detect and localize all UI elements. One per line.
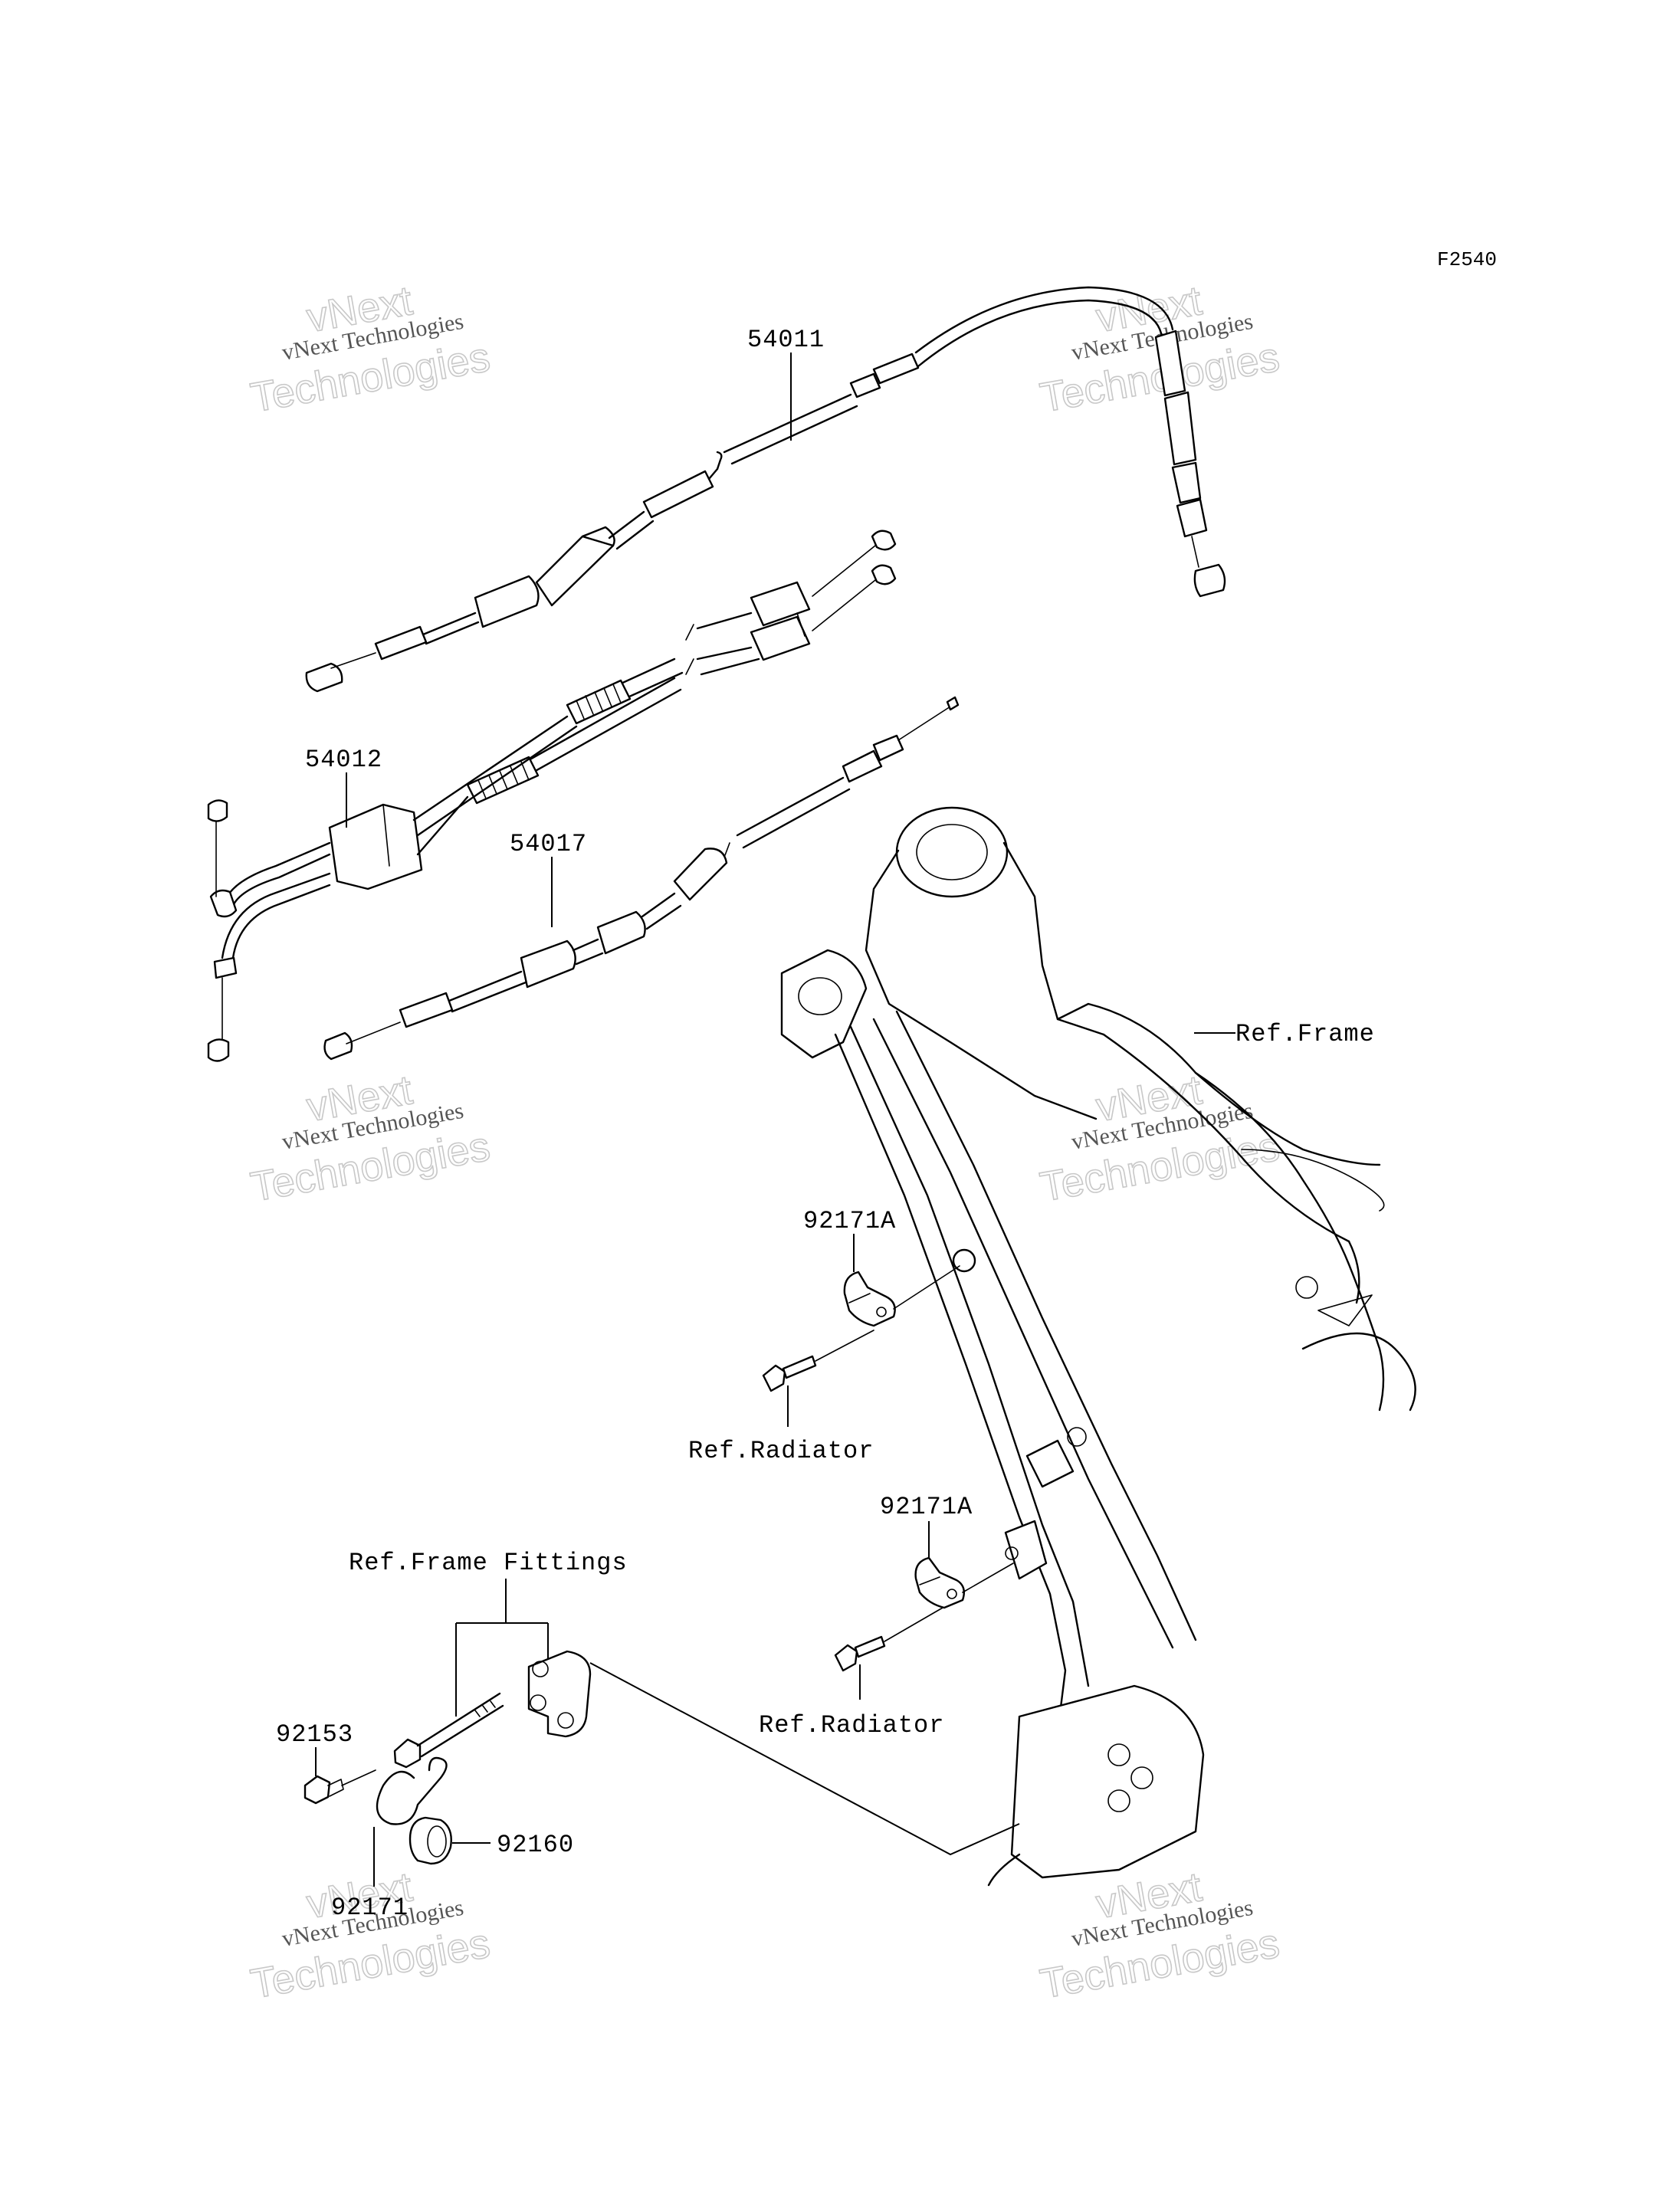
label-92171A-upper: 92171A [803, 1207, 896, 1235]
watermark-top-left: vNext vNext Technologies Technologies [247, 277, 494, 421]
long-bolt [393, 1692, 504, 1769]
label-54012: 54012 [305, 746, 382, 774]
label-54017: 54017 [510, 830, 587, 858]
watermark-bottom-left: vNext vNext Technologies Technologies [247, 1863, 494, 2008]
cable-54017 [323, 696, 960, 1061]
bolt-lower [834, 1607, 943, 1672]
bolt-upper [762, 1330, 874, 1392]
cable-guide [376, 1756, 448, 1825]
label-ref-radiator-lower: Ref.Radiator [759, 1711, 944, 1740]
leader-frame-fittings [455, 1579, 549, 1717]
clamp-92171A-upper [843, 1265, 960, 1327]
clamp-92171A-lower [914, 1556, 1014, 1609]
label-92171A-lower: 92171A [880, 1493, 973, 1521]
watermark-mid-right: vNext vNext Technologies Technologies [1036, 1066, 1283, 1211]
cable-pair-54012 [207, 530, 897, 1062]
bolt-92153 [304, 1769, 376, 1805]
cable-54011 [305, 286, 1226, 693]
label-ref-frame-fittings: Ref.Frame Fittings [349, 1549, 628, 1577]
label-92171: 92171 [331, 1894, 409, 1922]
label-54011: 54011 [747, 326, 825, 354]
figure-code: F2540 [1437, 248, 1497, 271]
label-92160: 92160 [497, 1831, 574, 1859]
label-ref-radiator-upper: Ref.Radiator [688, 1437, 874, 1465]
frame-bracket [527, 1650, 592, 1738]
label-92153: 92153 [276, 1720, 353, 1749]
grommet-92160 [409, 1816, 452, 1865]
watermark-mid-left: vNext vNext Technologies Technologies [247, 1066, 494, 1211]
label-ref-frame: Ref.Frame [1235, 1020, 1375, 1048]
leader-fittings-to-frame [589, 1662, 1020, 1856]
frame [780, 806, 1416, 1887]
